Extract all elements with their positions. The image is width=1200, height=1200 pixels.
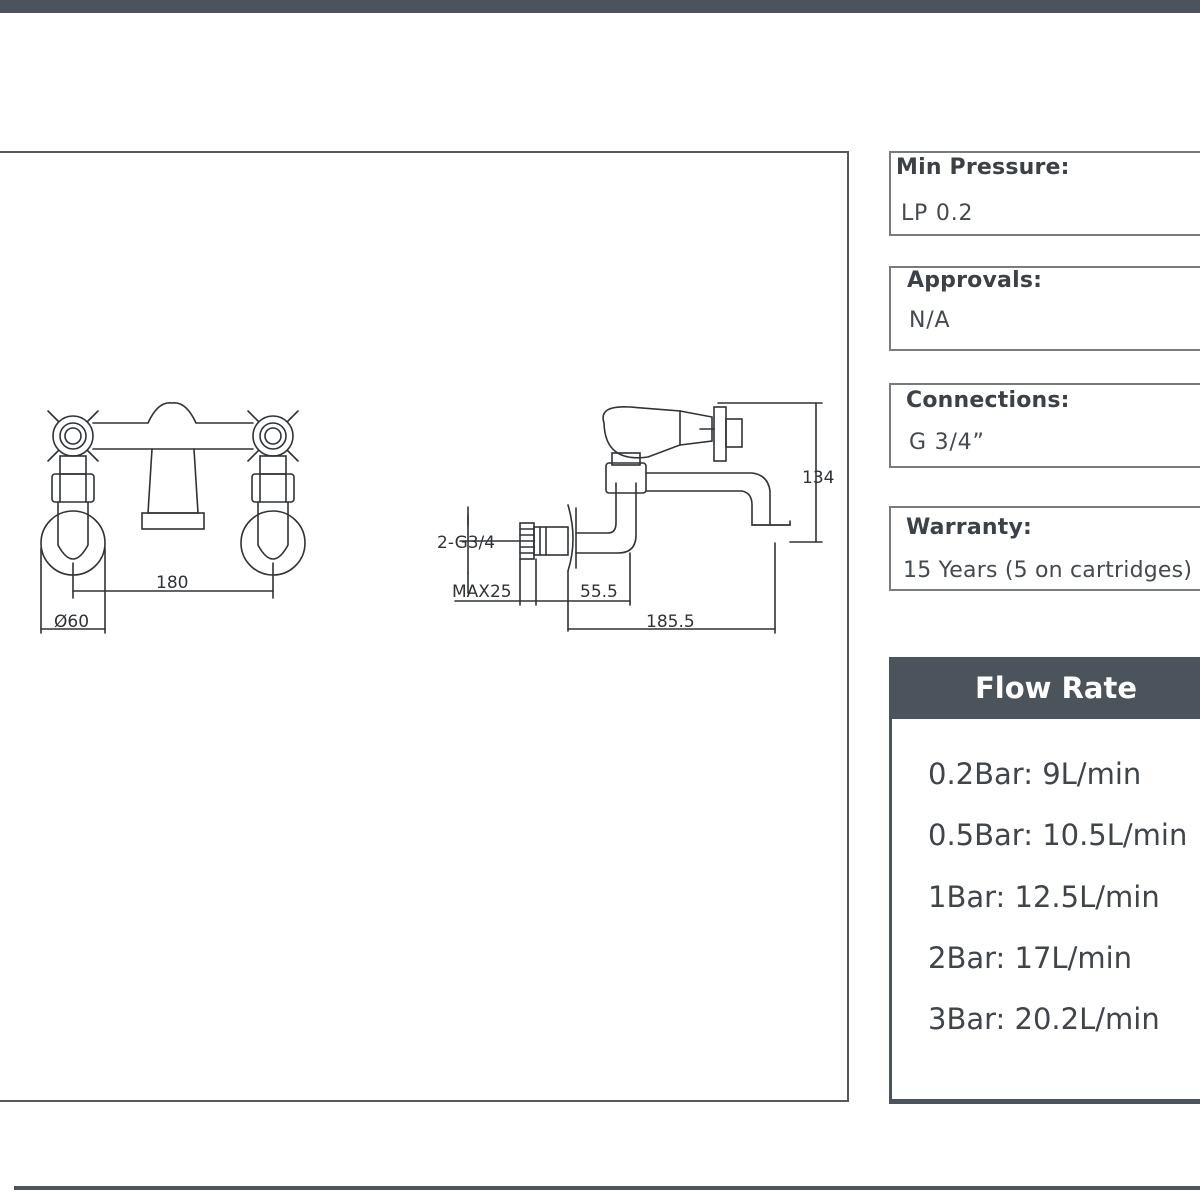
flow-rate-header: Flow Rate (892, 657, 1200, 719)
spec-value: LP 0.2 (901, 201, 974, 226)
top-bar (0, 0, 1200, 13)
flow-rate-row: 0.5Bar: 10.5L/min (928, 818, 1188, 852)
front-view (40, 402, 306, 634)
bottom-rule (14, 1186, 1200, 1190)
projection-dim: 55.5 (580, 582, 618, 602)
length-dim: 185.5 (646, 612, 695, 632)
flow-rate-title: Flow Rate (975, 671, 1137, 705)
max-dim: MAX25 (452, 582, 512, 602)
spec-value: G 3/4” (909, 430, 985, 455)
side-view (454, 402, 823, 634)
flow-rate-row: 1Bar: 12.5L/min (928, 880, 1160, 914)
flow-rate-panel: Flow Rate 0.2Bar: 9L/min 0.5Bar: 10.5L/m… (889, 657, 1200, 1104)
spec-approvals: Approvals: N/A (889, 266, 1200, 351)
thread-dim: 2-G3/4 (437, 533, 495, 553)
flow-rate-row: 2Bar: 17L/min (928, 941, 1133, 975)
spec-value: N/A (909, 308, 951, 333)
spec-value: 15 Years (5 on cartridges) (903, 558, 1193, 583)
technical-drawing: 180 Ø60 134 2-G3/4 MAX25 55.5 185.5 (40, 402, 834, 634)
spec-connections: Connections: G 3/4” (889, 383, 1200, 468)
spec-label: Warranty: (906, 515, 1032, 540)
width-dim: 180 (156, 573, 188, 593)
height-dim: 134 (802, 468, 834, 488)
diameter-dim: Ø60 (54, 612, 89, 632)
flow-rate-row: 3Bar: 20.2L/min (928, 1002, 1160, 1036)
spec-label: Min Pressure: (896, 155, 1070, 180)
flow-rate-row: 0.2Bar: 9L/min (928, 757, 1142, 791)
technical-drawing-frame: 180 Ø60 134 2-G3/4 MAX25 55.5 185.5 (0, 151, 849, 1102)
spec-label: Approvals: (907, 268, 1043, 293)
spec-warranty: Warranty: 15 Years (5 on cartridges) (889, 506, 1200, 591)
spec-label: Connections: (906, 388, 1070, 413)
spec-min-pressure: Min Pressure: LP 0.2 (889, 151, 1200, 236)
